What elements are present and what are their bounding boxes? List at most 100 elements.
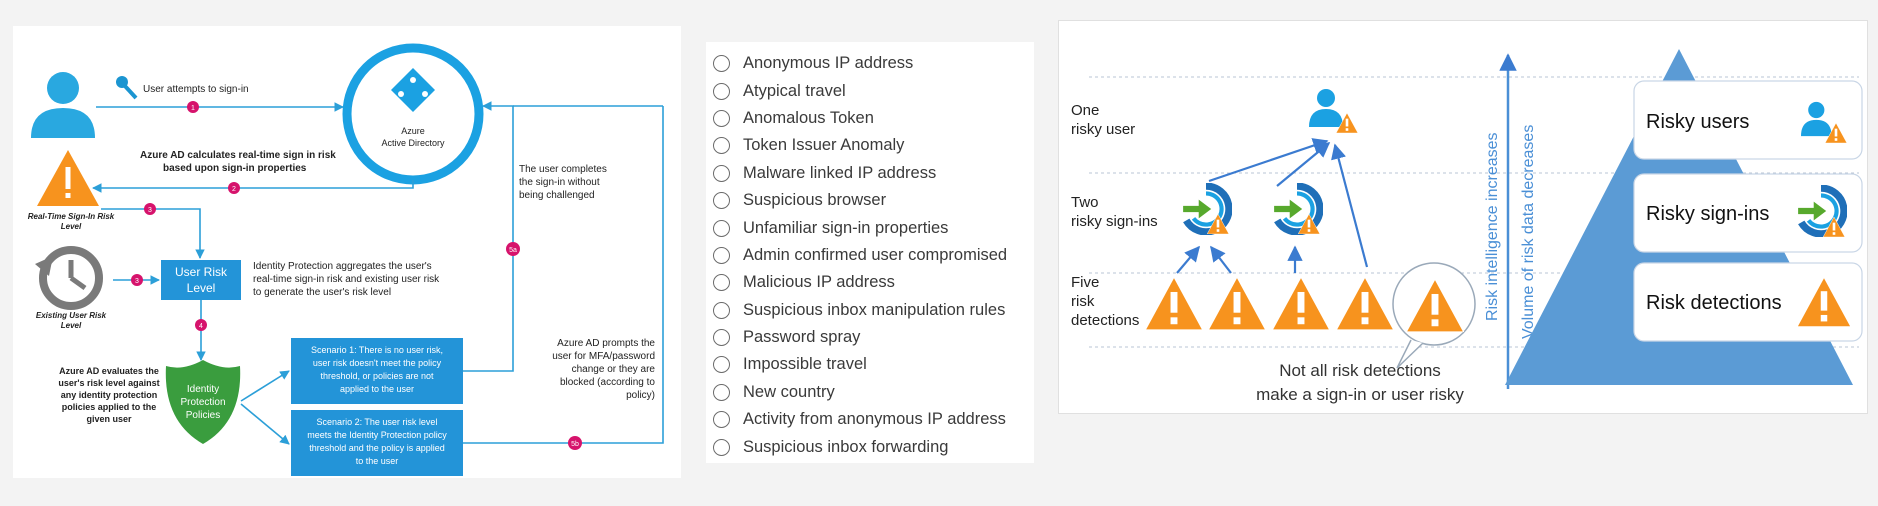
risk-option-row[interactable]: Password spray	[706, 324, 1034, 351]
evaluates-line3: any identity protection	[61, 390, 158, 400]
arrow-to-scenario1	[240, 370, 290, 402]
evaluates-line5: given user	[86, 414, 132, 424]
step-badge-2: 2	[228, 182, 240, 194]
risk-option-label: Anonymous IP address	[743, 54, 914, 73]
scenario2-box: Scenario 2: The user risk level meets th…	[291, 410, 463, 476]
step-badge-5b: 5b	[568, 436, 582, 450]
svg-text:User Risk: User Risk	[175, 265, 228, 279]
radio-button[interactable]	[713, 109, 730, 127]
existing-risk-line2: Level	[61, 321, 82, 330]
five-risk-detections-line3: detections	[1071, 312, 1139, 329]
risk-option-row[interactable]: Anonymous IP address	[706, 50, 1034, 77]
callout-bubble	[1392, 262, 1476, 369]
svg-text:Level: Level	[187, 281, 216, 295]
radio-button[interactable]	[713, 82, 730, 100]
svg-text:Identity: Identity	[187, 384, 219, 395]
axis-volume-label: Volume of risk data decreases	[1520, 125, 1537, 339]
radio-button[interactable]	[713, 383, 730, 401]
evaluates-line4: policies applied to the	[62, 402, 157, 412]
svg-text:user risk doesn't meet the pol: user risk doesn't meet the policy	[313, 358, 442, 368]
realtime-risk-line2: Level	[61, 222, 82, 231]
risk-option-row[interactable]: Anomalous Token	[706, 105, 1034, 132]
radio-button[interactable]	[713, 438, 730, 456]
risk-option-label: Admin confirmed user compromised	[743, 245, 1008, 264]
risk-option-row[interactable]: Token Issuer Anomaly	[706, 132, 1034, 159]
step-badge-5a: 5a	[506, 242, 520, 256]
radio-button[interactable]	[713, 192, 730, 210]
warning-icon	[37, 150, 99, 206]
radio-button[interactable]	[713, 329, 730, 347]
risk-detection-warning-icon-1	[1145, 277, 1203, 330]
tier-risk-detections-label: Risk detections	[1646, 292, 1782, 314]
arrow-to-scenario2	[240, 403, 290, 445]
prompts-line5: policy)	[626, 390, 655, 401]
five-risk-detections-line2: risk	[1071, 293, 1095, 310]
risk-option-row[interactable]: Suspicious inbox forwarding	[706, 433, 1034, 460]
radio-button[interactable]	[713, 164, 730, 182]
calculates-line2: based upon sign-in properties	[163, 163, 307, 174]
svg-text:threshold and the policy is ap: threshold and the policy is applied	[309, 443, 445, 453]
risky-user-icon	[1309, 89, 1358, 133]
radio-button[interactable]	[713, 219, 730, 237]
radio-button[interactable]	[713, 55, 730, 73]
risk-option-row[interactable]: Malicious IP address	[706, 269, 1034, 296]
risk-option-row[interactable]: Suspicious inbox manipulation rules	[706, 297, 1034, 324]
risk-flow-svg: User attempts to sign-in 1 Azure Active …	[28, 43, 664, 476]
risk-option-label: Unfamiliar sign-in properties	[743, 218, 949, 237]
realtime-risk-line1: Real-Time Sign-In Risk	[28, 212, 115, 221]
risk-option-row[interactable]: Admin confirmed user compromised	[706, 242, 1034, 269]
risk-option-row[interactable]: Atypical travel	[706, 77, 1034, 104]
arrow-calculates	[92, 180, 414, 193]
risk-option-label: Impossible travel	[743, 355, 867, 374]
radio-button[interactable]	[713, 411, 730, 429]
note-line2: make a sign-in or user risky	[1256, 385, 1464, 404]
risk-option-row[interactable]: Suspicious browser	[706, 187, 1034, 214]
radio-button[interactable]	[713, 137, 730, 155]
risk-detection-warning-icon-4	[1336, 277, 1394, 330]
risk-option-label: Suspicious inbox manipulation rules	[743, 300, 1006, 319]
azure-ad-icon: Azure Active Directory	[342, 43, 484, 185]
tier-risky-signins-label: Risky sign-ins	[1646, 203, 1769, 225]
risk-option-row[interactable]: Unfamiliar sign-in properties	[706, 214, 1034, 241]
risky-signin-icon-1	[1183, 186, 1229, 234]
svg-text:threshold, or policies are not: threshold, or policies are not	[320, 371, 434, 381]
radio-button[interactable]	[713, 356, 730, 374]
risk-option-label: Malware linked IP address	[743, 163, 937, 182]
svg-text:3: 3	[148, 207, 152, 214]
evaluates-line2: user's risk level against	[58, 378, 159, 388]
radio-button[interactable]	[713, 274, 730, 292]
key-icon	[116, 76, 138, 100]
user-attempts-text: User attempts to sign-in	[143, 84, 249, 95]
risk-option-row[interactable]: Impossible travel	[706, 351, 1034, 378]
existing-risk-line1: Existing User Risk	[36, 311, 107, 320]
risk-option-label: Anomalous Token	[743, 108, 874, 127]
svg-text:3: 3	[135, 278, 139, 285]
arrow-realtime-to-user-risk	[101, 208, 205, 259]
risk-flow-diagram: User attempts to sign-in 1 Azure Active …	[13, 26, 681, 478]
completes-line2: the sign-in without	[519, 177, 600, 188]
step-badge-3b: 3	[131, 274, 143, 286]
risk-option-label: Token Issuer Anomaly	[743, 136, 905, 155]
risky-signin-icon-2	[1274, 186, 1320, 234]
risk-option-row[interactable]: Activity from anonymous IP address	[706, 406, 1034, 433]
aggregates-line1: Identity Protection aggregates the user'…	[253, 261, 432, 272]
step-badge-3a: 3	[144, 203, 156, 215]
tier-risky-users-label: Risky users	[1646, 111, 1749, 133]
scenario1-box: Scenario 1: There is no user risk, user …	[291, 338, 463, 404]
risk-option-row[interactable]: Malware linked IP address	[706, 160, 1034, 187]
risk-option-row[interactable]: New country	[706, 379, 1034, 406]
policies-shield-icon: Identity Protection Policies	[165, 360, 241, 444]
risk-option-label: New country	[743, 382, 835, 401]
risk-option-label: Atypical travel	[743, 81, 846, 100]
svg-text:Protection: Protection	[180, 397, 225, 408]
radio-button[interactable]	[713, 301, 730, 319]
radio-button[interactable]	[713, 246, 730, 264]
two-risky-signins-line1: Two	[1071, 194, 1099, 211]
tier-risky-signins: Risky sign-ins	[1633, 173, 1863, 253]
step-badge-1: 1	[187, 101, 199, 113]
svg-text:Policies: Policies	[186, 410, 220, 421]
risk-detection-warning-icon-3	[1272, 277, 1330, 330]
aggregates-line2: real-time sign-in risk and existing user…	[253, 274, 440, 285]
